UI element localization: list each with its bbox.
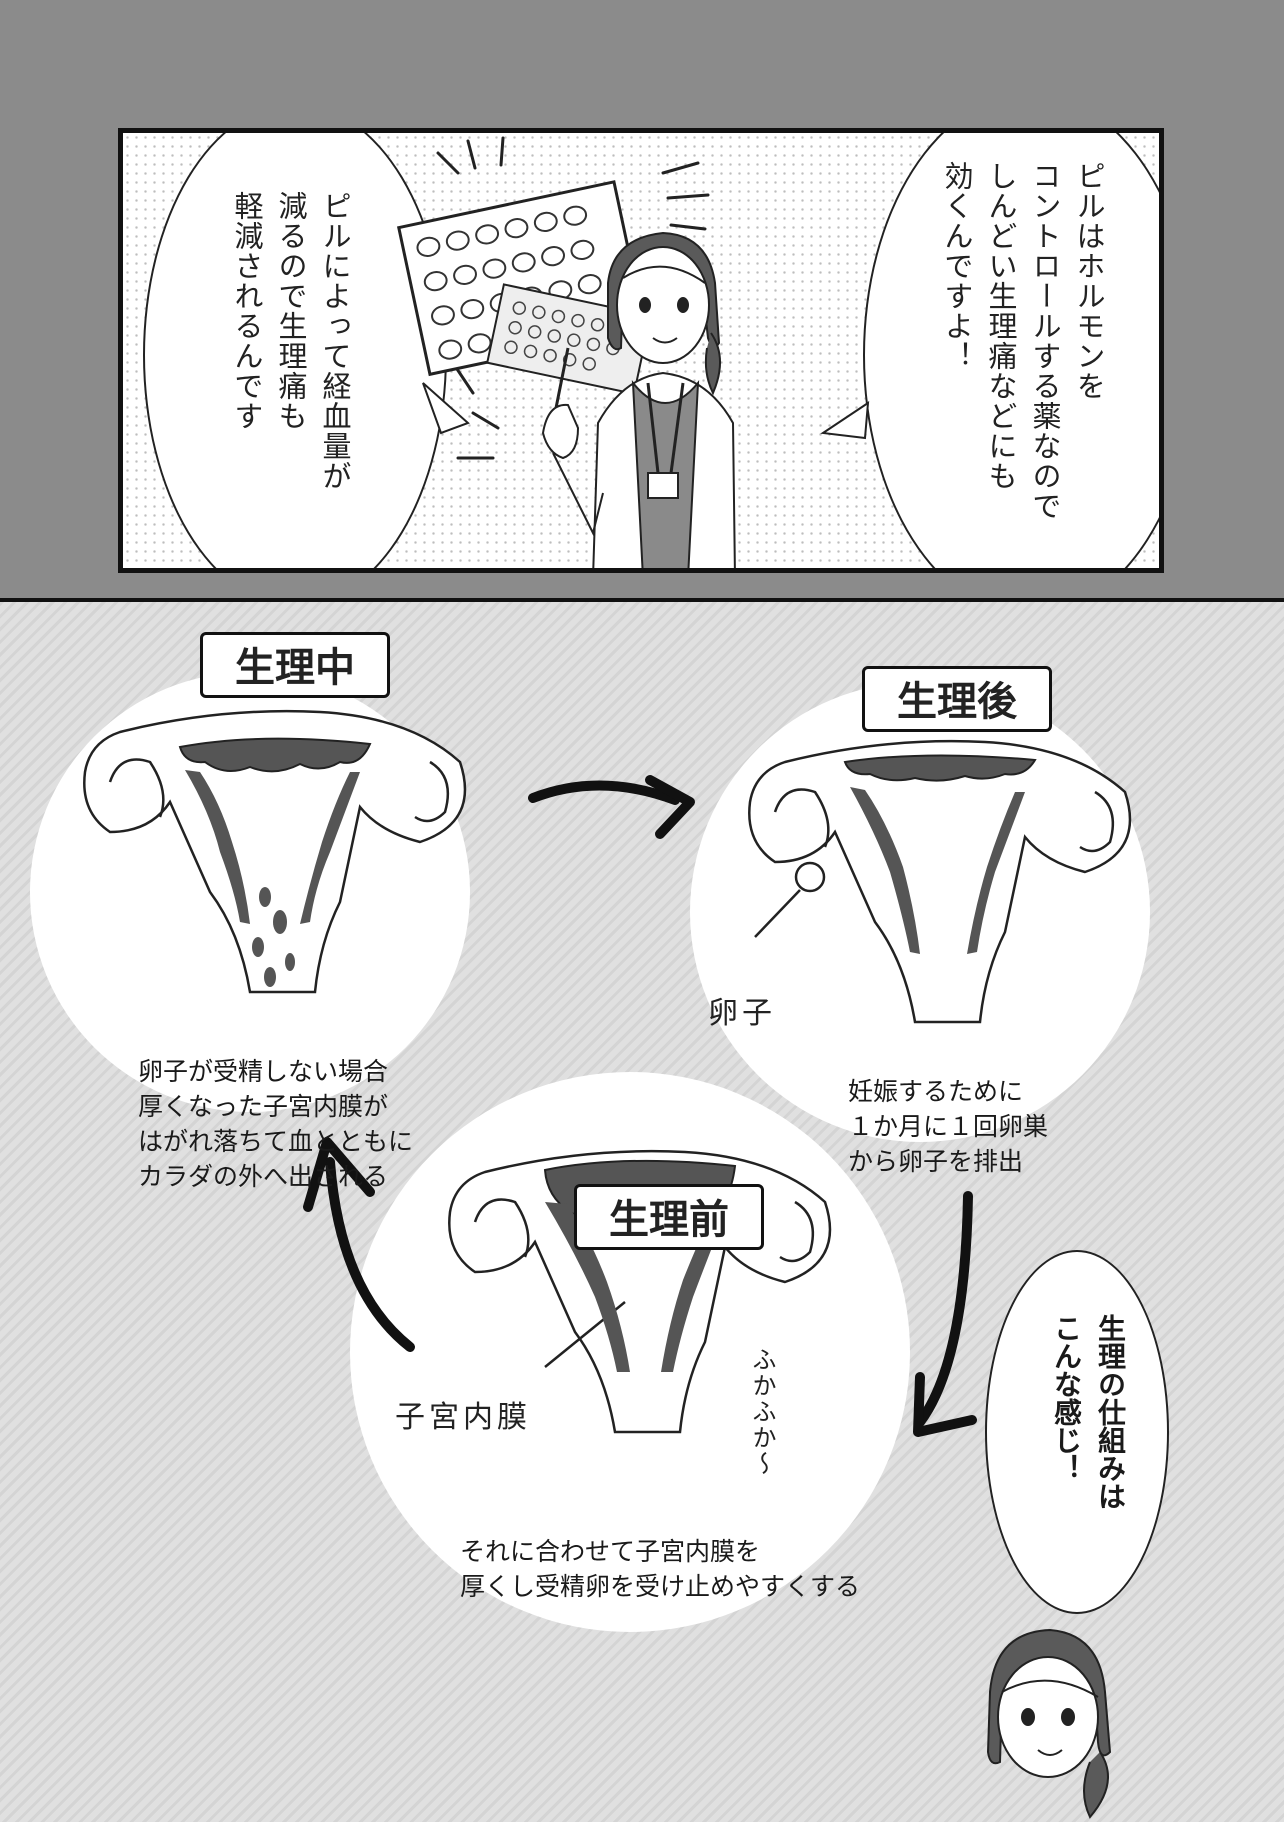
left-bubble-tail xyxy=(422,382,470,435)
caption-after: 妊娠するために １か月に１回卵巣 から卵子を排出 xyxy=(848,1077,1049,1176)
label-during: 生理中 xyxy=(200,632,390,698)
left-bubble-text: ピルによって経血量が 減るので生理痛も 軽減されるんです xyxy=(230,191,352,491)
label-after: 生理後 xyxy=(862,666,1052,732)
caption-during: 卵子が受精しない場合 厚くなった子宮内膜が はがれ落ちて血とともに カラダの外へ… xyxy=(138,1057,414,1191)
annotation-fluffy: ふかふか〜 xyxy=(748,1347,776,1477)
cycle-arrows xyxy=(303,775,977,1437)
comic-panel: ピルによって経血量が 減るので生理痛も 軽減されるんです ピルはホルモンを コン… xyxy=(118,128,1164,573)
annotation-endometrium: 子宮内膜 xyxy=(395,1400,531,1435)
doctor-face-illustration xyxy=(986,1628,1112,1819)
right-bubble-text: ピルはホルモンを コントロールする薬なので しんどい生理痛などにも 効くんですよ… xyxy=(940,161,1106,521)
left-speech-bubble xyxy=(143,133,447,568)
uterus-after-illustration xyxy=(748,739,1132,1024)
doctor-speech-bubble xyxy=(985,1250,1169,1614)
right-speech-bubble xyxy=(863,133,1159,568)
right-bubble-tail xyxy=(820,401,870,440)
pill-sheet-illustration xyxy=(396,136,710,460)
uterus-during-illustration xyxy=(83,709,467,994)
cycle-diagram-area: 生理中 生理後 生理前 卵子が受精しない場合 厚くなった子宮内膜が はがれ落ちて… xyxy=(0,598,1284,1822)
doctor-illustration xyxy=(541,231,736,568)
doctor-speech-text: 生理の仕組みは こんな感じ！ xyxy=(1050,1314,1127,1510)
annotation-ovum: 卵子 xyxy=(708,996,776,1031)
label-before: 生理前 xyxy=(574,1184,764,1250)
caption-before: それに合わせて子宮内膜を 厚くし受精卵を受け止めやすくする xyxy=(460,1537,861,1601)
